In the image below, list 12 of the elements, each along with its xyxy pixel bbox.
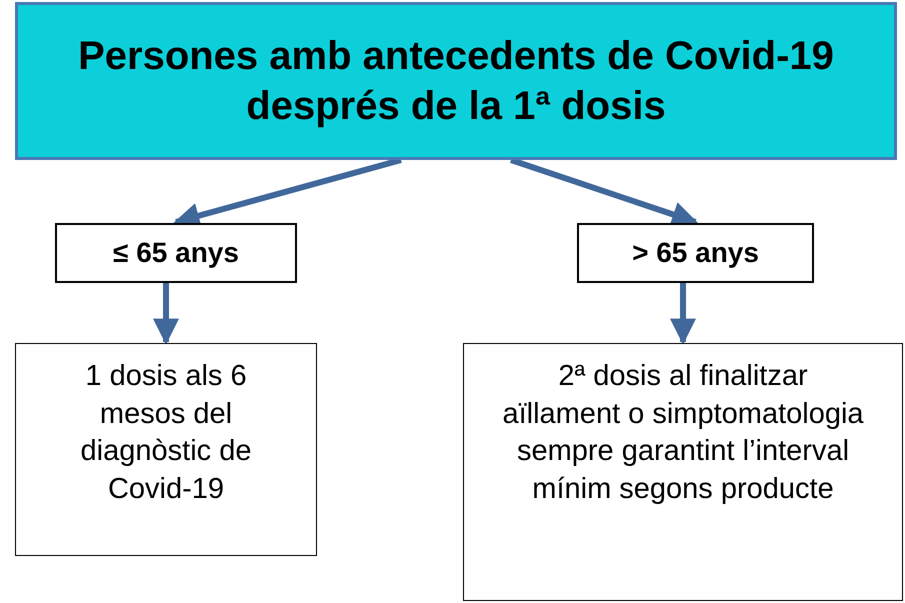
condition-box xyxy=(577,223,814,283)
result-box xyxy=(15,343,317,556)
title-text: Persones amb antecedents de Covid-19 després de la 1ª dosis xyxy=(77,33,835,130)
result-box xyxy=(463,343,903,601)
arrow xyxy=(153,283,179,345)
condition-box xyxy=(55,223,297,283)
condition-label: ≤ 65 anys xyxy=(113,236,239,270)
result-text: 1 dosis als 6 mesos del diagnòstic de Covid-19 xyxy=(80,359,252,508)
title-box xyxy=(15,2,897,160)
condition-label: > 65 anys xyxy=(632,236,759,270)
result-text: 2ª dosis al finalitzar aïllament o simptomatologia sempre garantint l’interval mínim segons producte xyxy=(501,359,865,508)
arrow xyxy=(670,283,696,345)
